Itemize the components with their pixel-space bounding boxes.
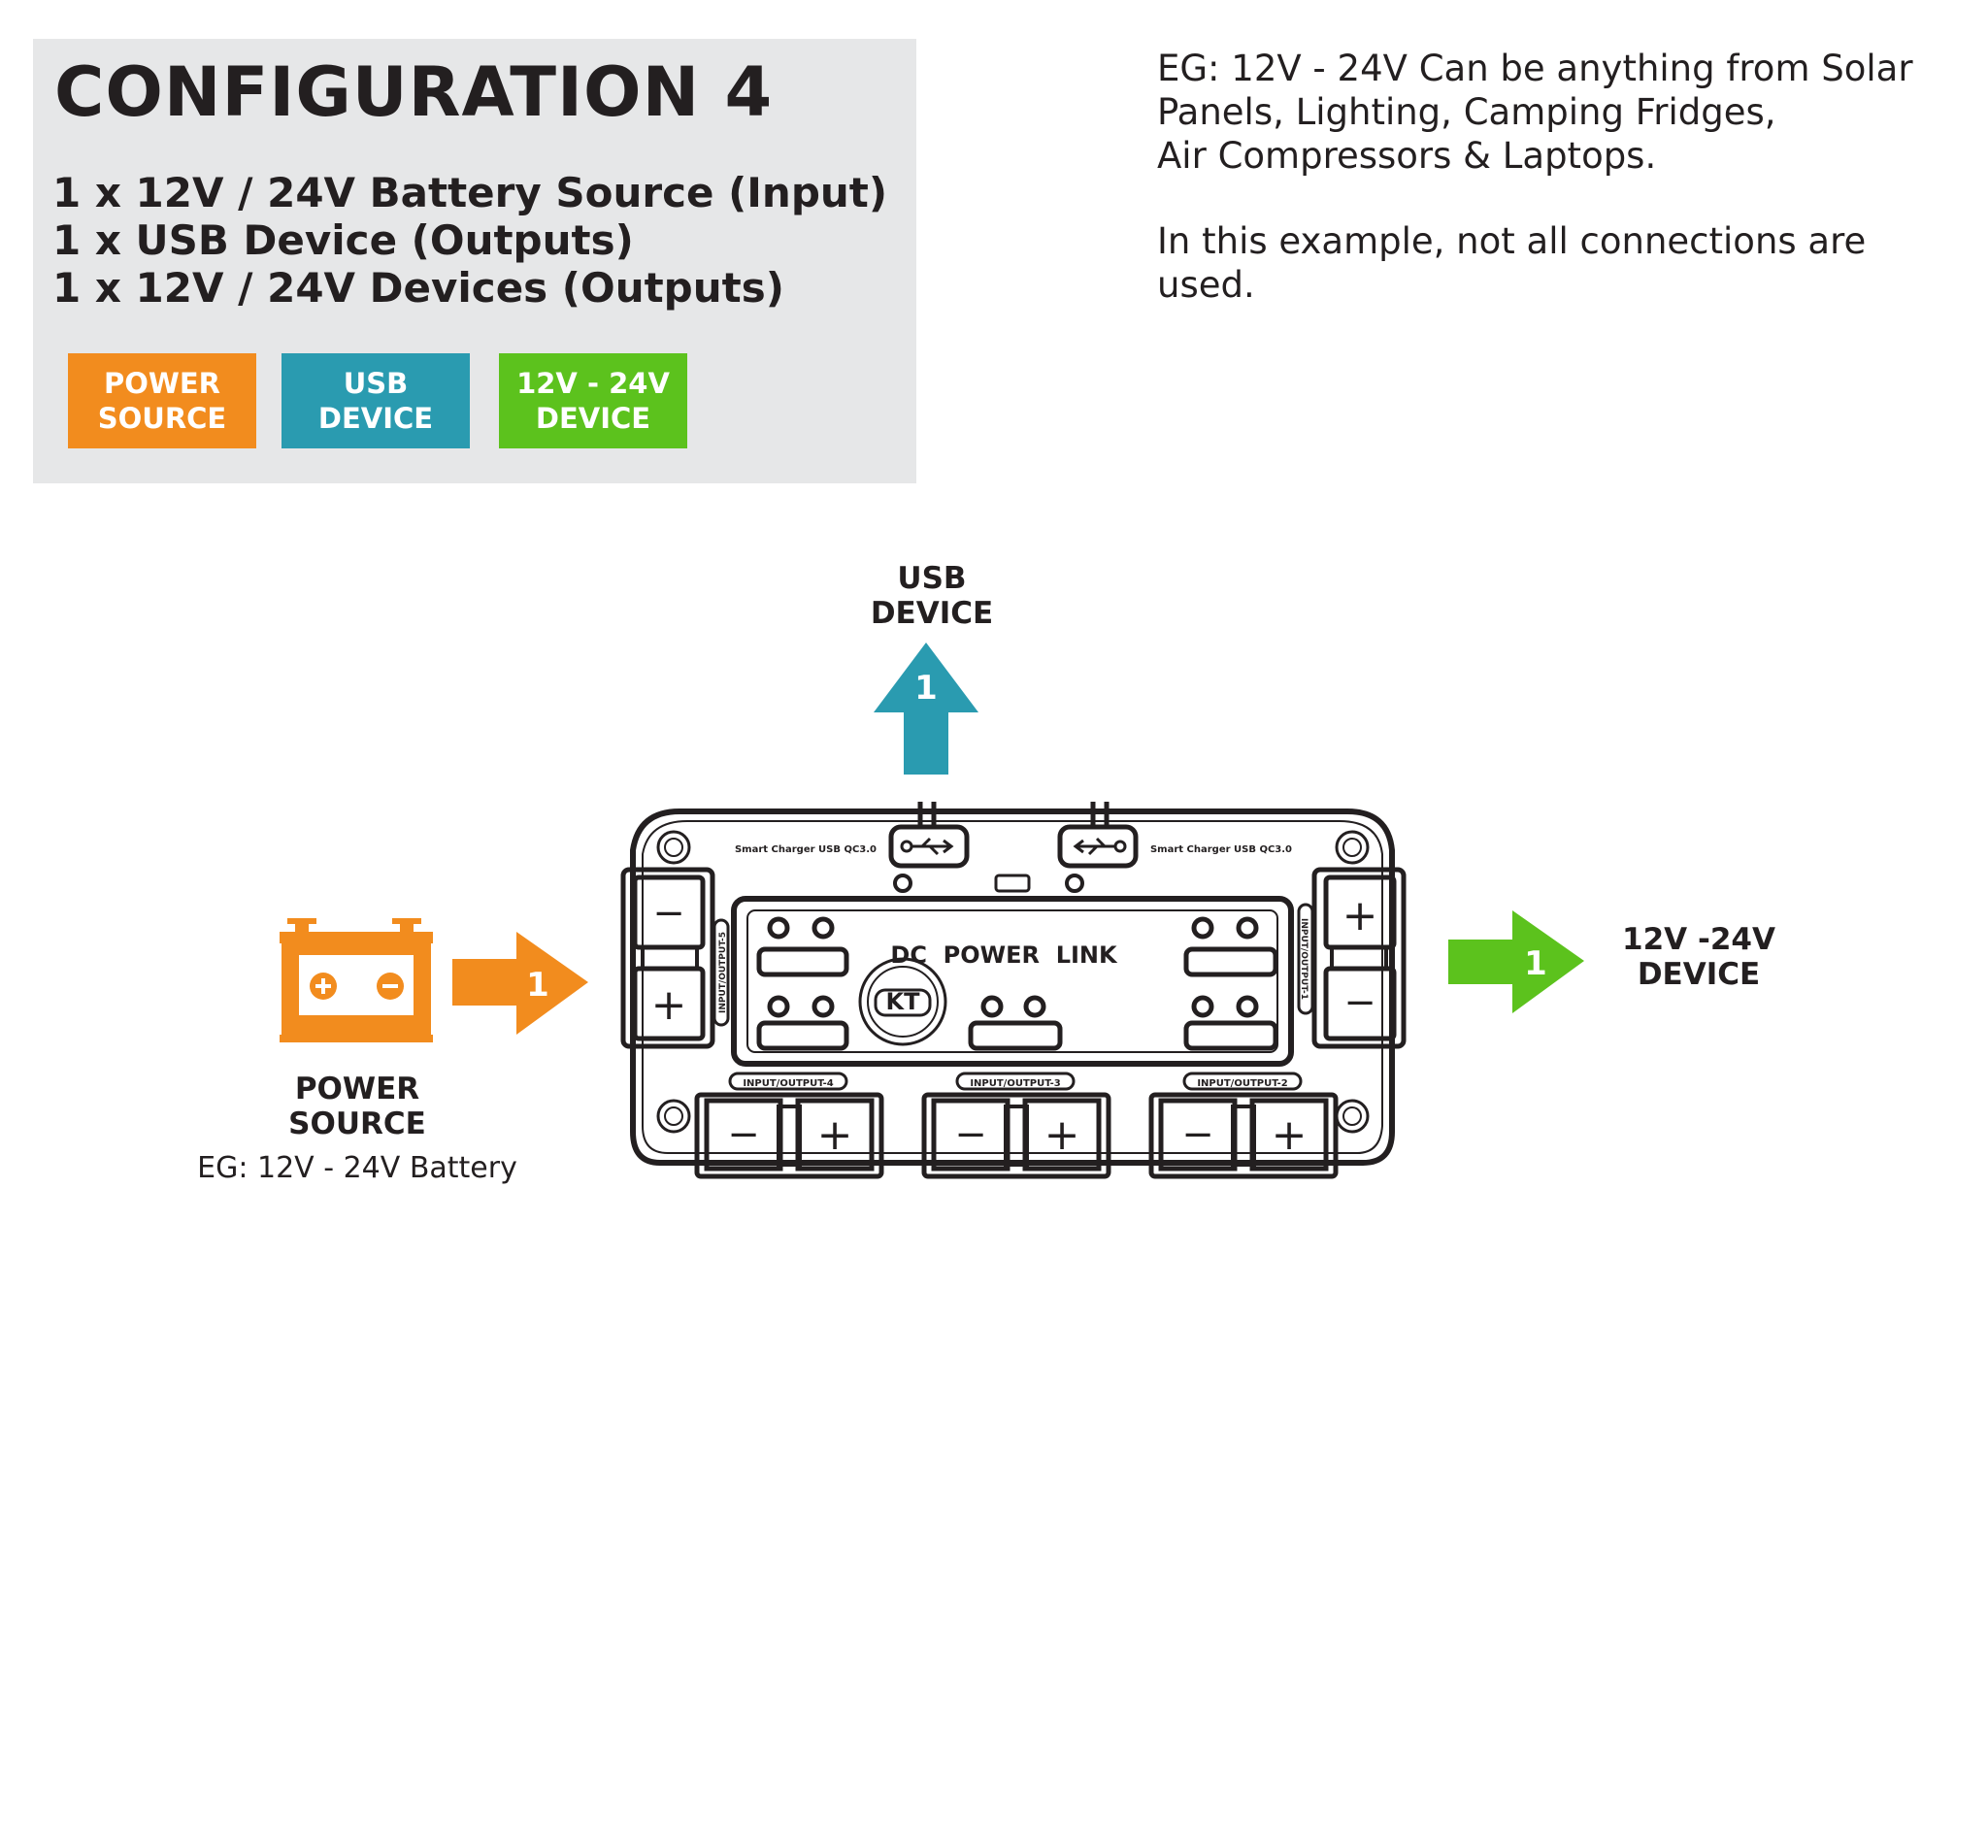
- port-5-label: INPUT/OUTPUT-5: [718, 932, 728, 1013]
- plus-symbol: +: [1342, 891, 1378, 940]
- hub-name: DC POWER LINK: [890, 941, 1118, 969]
- label-line: USB: [897, 561, 967, 596]
- usb-icon: [1073, 837, 1127, 856]
- hub-labels: DC POWER LINK KT Smart Charger USB QC3.0…: [651, 844, 1378, 1160]
- usage-note: In this example, not all connections are…: [1157, 219, 1953, 307]
- minus-symbol: −: [954, 1112, 987, 1157]
- port-2-connector: [1148, 1072, 1339, 1179]
- battery-icon: [280, 918, 433, 1042]
- note-line: Panels, Lighting, Camping Fridges,: [1157, 91, 1776, 133]
- port-5-connector: [620, 867, 730, 1049]
- port-4-label: INPUT/OUTPUT-4: [743, 1078, 833, 1089]
- plus-symbol: +: [1272, 1110, 1308, 1160]
- minus-symbol: −: [1343, 980, 1376, 1025]
- power-input-arrow: 1: [452, 932, 588, 1035]
- kt-logo-text: KT: [886, 988, 921, 1015]
- label-line: POWER: [294, 1072, 420, 1106]
- kt-logo-icon: [858, 957, 947, 1046]
- legend-label: SOURCE: [97, 402, 227, 435]
- port-3-label: INPUT/OUTPUT-3: [970, 1078, 1060, 1089]
- usb-icon: [900, 837, 954, 856]
- legend-label: DEVICE: [317, 402, 434, 435]
- port-1-label: INPUT/OUTPUT-1: [1299, 918, 1309, 1000]
- port-4-connector: [694, 1072, 884, 1179]
- usb-output-arrow: 1: [874, 643, 978, 775]
- port-1-connector: [1297, 867, 1407, 1049]
- label-line: DEVICE: [1637, 957, 1761, 992]
- requirements-list: 1 x 12V / 24V Battery Source (Input) 1 x…: [52, 169, 887, 312]
- device-output-arrow: 1: [1448, 910, 1584, 1013]
- legend-label: USB: [343, 367, 409, 400]
- note-line: In this example, not all connections are: [1157, 220, 1867, 262]
- configuration-panel: CONFIGURATION 4 1 x 12V / 24V Battery So…: [33, 39, 916, 483]
- legend-label: POWER: [103, 367, 221, 400]
- requirement-item: 1 x 12V / 24V Battery Source (Input): [52, 169, 888, 216]
- arrow-number: 1: [914, 669, 938, 708]
- legend-usb-device: USB DEVICE: [282, 353, 470, 448]
- port-3-connector: [921, 1072, 1111, 1179]
- label-line: 12V -24V: [1622, 922, 1775, 957]
- legend-label: DEVICE: [535, 402, 651, 435]
- arrow-number: 1: [526, 966, 549, 1005]
- minus-symbol: −: [727, 1112, 760, 1157]
- dc-power-link-hub: [620, 802, 1407, 1179]
- label-line: DEVICE: [870, 596, 994, 631]
- plus-symbol: +: [1044, 1110, 1080, 1160]
- requirement-item: 1 x USB Device (Outputs): [52, 216, 634, 264]
- minus-symbol: −: [652, 891, 685, 936]
- requirement-item: 1 x 12V / 24V Devices (Outputs): [52, 264, 784, 312]
- usb-device-label: USB DEVICE: [854, 561, 1010, 631]
- legend-label: 12V - 24V: [516, 367, 670, 400]
- note-line: EG: 12V - 24V Can be anything from Solar: [1157, 48, 1913, 89]
- label-line: SOURCE: [288, 1106, 426, 1141]
- example-note: EG: 12V - 24V Can be anything from Solar…: [1157, 47, 1953, 178]
- plus-symbol: +: [651, 980, 687, 1030]
- power-source-label: POWER SOURCE: [260, 1072, 454, 1141]
- page-title: CONFIGURATION 4: [54, 52, 774, 132]
- arrow-number: 1: [1524, 944, 1547, 983]
- legend-power-source: POWER SOURCE: [68, 353, 256, 448]
- note-line: used.: [1157, 264, 1255, 306]
- power-source-caption: EG: 12V - 24V Battery: [197, 1151, 517, 1185]
- minus-symbol: −: [1181, 1112, 1214, 1157]
- port-2-label: INPUT/OUTPUT-2: [1197, 1078, 1287, 1089]
- device-label: 12V -24V DEVICE: [1592, 922, 1806, 992]
- usb-port-label: Smart Charger USB QC3.0: [1150, 844, 1292, 855]
- plus-symbol: +: [817, 1110, 853, 1160]
- note-line: Air Compressors & Laptops.: [1157, 135, 1657, 177]
- legend-12v-24v-device: 12V - 24V DEVICE: [499, 353, 687, 448]
- usb-port-label: Smart Charger USB QC3.0: [735, 844, 877, 855]
